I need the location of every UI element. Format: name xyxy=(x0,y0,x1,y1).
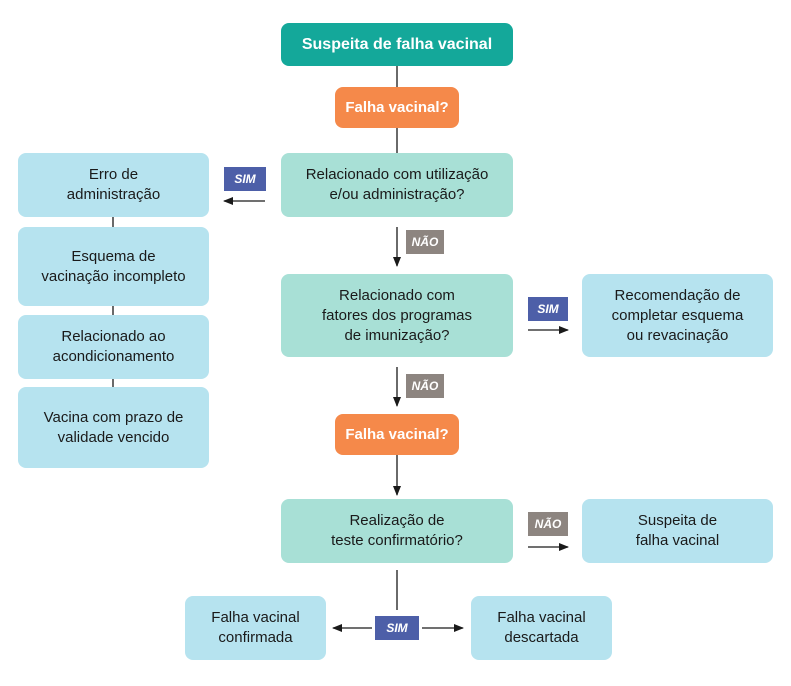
decision-falha-vacinal-2: Falha vacinal? xyxy=(335,414,459,455)
sim-tag-2: SIM xyxy=(528,297,568,321)
node-acondicionamento: Relacionado ao acondicionamento xyxy=(18,315,209,379)
node-falha-descartada: Falha vacinal descartada xyxy=(471,596,612,660)
node-recomendacao: Recomendação de completar esquema ou rev… xyxy=(582,274,773,357)
node-prazo-vencido: Vacina com prazo de validade vencido xyxy=(18,387,209,468)
sim-tag-1: SIM xyxy=(224,167,266,191)
decision-falha-vacinal-1: Falha vacinal? xyxy=(335,87,459,128)
node-falha-confirmada: Falha vacinal confirmada xyxy=(185,596,326,660)
nao-tag-3: NÃO xyxy=(528,512,568,536)
node-esquema-incompleto: Esquema de vacinação incompleto xyxy=(18,227,209,306)
sim-tag-3: SIM xyxy=(375,616,419,640)
decision-fatores-programas: Relacionado com fatores dos programas de… xyxy=(281,274,513,357)
start-node: Suspeita de falha vacinal xyxy=(281,23,513,66)
decision-utilizacao-administracao: Relacionado com utilização e/ou administ… xyxy=(281,153,513,217)
node-suspeita-falha: Suspeita de falha vacinal xyxy=(582,499,773,563)
nao-tag-2: NÃO xyxy=(406,374,444,398)
node-erro-administracao: Erro de administração xyxy=(18,153,209,217)
decision-teste-confirmatorio: Realização de teste confirmatório? xyxy=(281,499,513,563)
nao-tag-1: NÃO xyxy=(406,230,444,254)
